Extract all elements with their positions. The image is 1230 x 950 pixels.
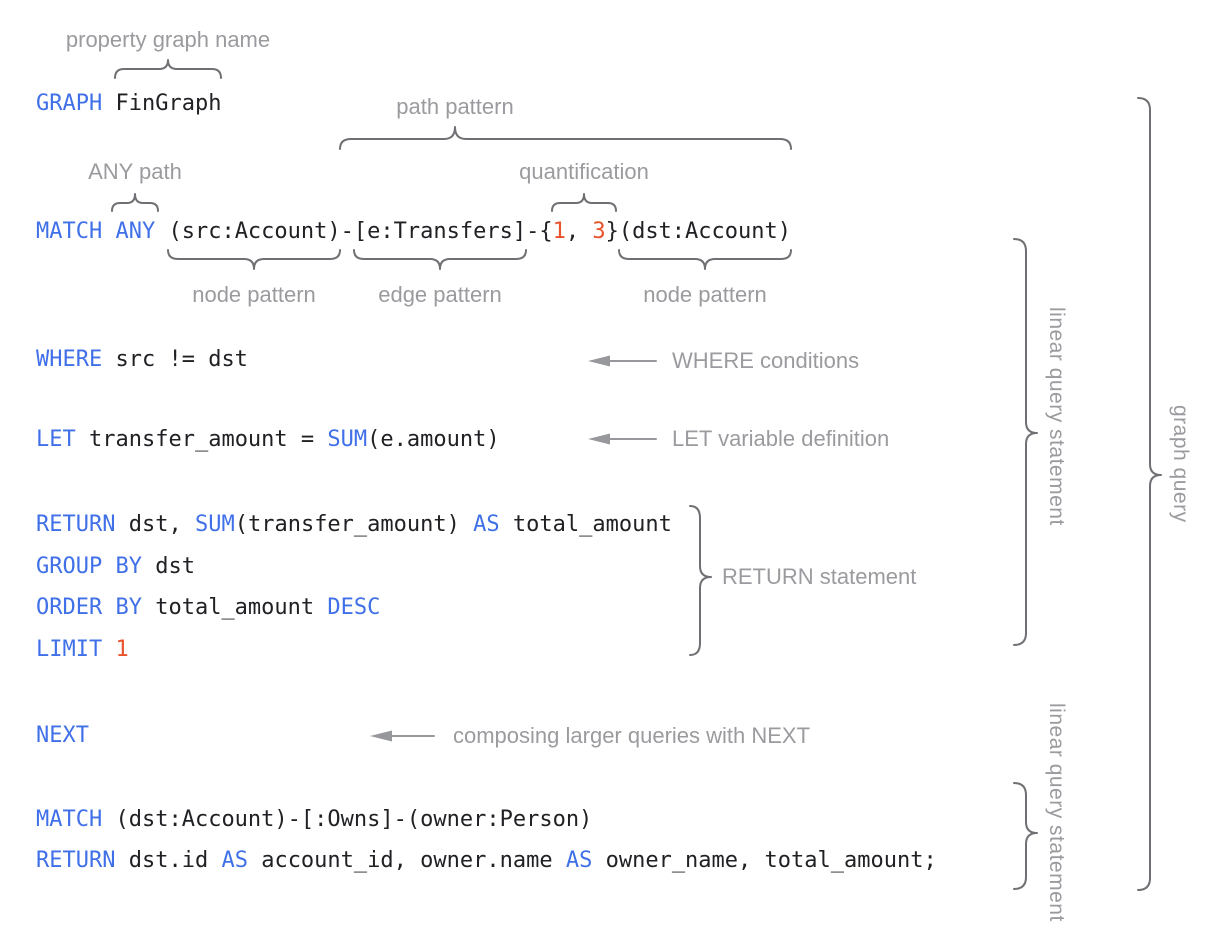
code-token: (src:Account)-[e:Transfers]-{ bbox=[155, 219, 553, 244]
code-token: GROUP BY bbox=[36, 554, 142, 579]
code-token: RETURN bbox=[36, 512, 116, 537]
code-token: LET bbox=[36, 427, 76, 452]
quantification-brace bbox=[551, 193, 617, 212]
code-token: WHERE bbox=[36, 347, 103, 372]
group-by-clause: GROUP BY dst bbox=[36, 554, 195, 580]
code-token: account_id, owner.name bbox=[247, 848, 566, 873]
where-clause: WHERE src != dst bbox=[36, 347, 248, 373]
return-statement-brace bbox=[689, 505, 712, 656]
any-path-label: ANY path bbox=[88, 159, 182, 184]
graph-query-label: graph query bbox=[1169, 405, 1192, 523]
code-token: dst.id bbox=[115, 848, 222, 873]
return-clause-2: RETURN dst.id AS account_id, owner.name … bbox=[36, 848, 937, 874]
linear-query-statement-top-brace bbox=[1013, 238, 1038, 646]
composing-next-label: composing larger queries with NEXT bbox=[453, 723, 811, 748]
edge-pattern-label: edge pattern bbox=[378, 282, 502, 307]
edge-pattern-brace bbox=[353, 249, 527, 270]
code-token: AS bbox=[221, 848, 248, 873]
code-token: }(dst:Account) bbox=[605, 219, 792, 244]
code-token: 1 bbox=[552, 219, 566, 244]
node-pattern-src-label: node pattern bbox=[192, 282, 316, 307]
match-clause: MATCH ANY (src:Account)-[e:Transfers]-{1… bbox=[36, 219, 791, 245]
code-token: LIMIT bbox=[36, 637, 103, 662]
code-token: 1 bbox=[115, 637, 129, 662]
code-token: SUM bbox=[327, 427, 368, 452]
property-graph-name-label: property graph name bbox=[65, 27, 271, 52]
code-token: DESC bbox=[327, 595, 381, 620]
code-token: (e.amount) bbox=[367, 427, 500, 452]
code-token: (transfer_amount) bbox=[234, 512, 474, 537]
path-pattern-label: path pattern bbox=[396, 94, 514, 119]
code-token: MATCH bbox=[36, 807, 103, 832]
code-token: total_amount bbox=[141, 595, 328, 620]
path-pattern-brace bbox=[339, 126, 792, 150]
property-graph-name-brace bbox=[114, 59, 222, 79]
code-token: dst bbox=[141, 554, 195, 579]
code-token: FinGraph bbox=[102, 91, 222, 116]
code-token: MATCH ANY bbox=[36, 219, 156, 244]
composing-next-arrow bbox=[370, 730, 435, 742]
let-clause: LET transfer_amount = SUM(e.amount) bbox=[36, 427, 500, 453]
code-token: ORDER BY bbox=[36, 595, 142, 620]
code-token: RETURN bbox=[36, 848, 116, 873]
graph-clause: GRAPH FinGraph bbox=[36, 91, 221, 117]
next-keyword: NEXT bbox=[36, 723, 89, 749]
code-token: 3 bbox=[592, 219, 606, 244]
graph-query-brace bbox=[1137, 97, 1162, 891]
limit-clause: LIMIT 1 bbox=[36, 637, 129, 663]
code-token: , bbox=[565, 219, 593, 244]
code-token: GRAPH bbox=[36, 91, 103, 116]
code-token: total_amount bbox=[499, 512, 672, 537]
let-variable-definition-label: LET variable definition bbox=[672, 426, 890, 451]
linear-query-statement-top-label: linear query statement bbox=[1045, 307, 1068, 526]
linear-query-statement-bottom-brace bbox=[1013, 782, 1038, 890]
node-pattern-dst-brace bbox=[618, 249, 792, 270]
code-token: AS bbox=[565, 848, 593, 873]
where-conditions-label: WHERE conditions bbox=[672, 348, 860, 373]
code-token: (dst:Account)-[:Owns]-(owner:Person) bbox=[102, 807, 593, 832]
code-token: owner_name, total_amount; bbox=[592, 848, 937, 873]
code-token: NEXT bbox=[36, 723, 89, 748]
return-statement-label: RETURN statement bbox=[722, 564, 917, 589]
node-pattern-src-brace bbox=[167, 249, 341, 270]
code-token: SUM bbox=[194, 512, 235, 537]
node-pattern-dst-label: node pattern bbox=[643, 282, 767, 307]
code-token bbox=[102, 637, 115, 662]
code-token: transfer_amount = bbox=[75, 427, 328, 452]
let-variable-arrow bbox=[588, 433, 657, 445]
where-conditions-arrow bbox=[588, 355, 657, 367]
linear-query-statement-bottom-label: linear query statement bbox=[1045, 703, 1068, 922]
quantification-label: quantification bbox=[519, 159, 649, 184]
code-token: src != dst bbox=[102, 347, 248, 372]
code-token: dst, bbox=[115, 512, 195, 537]
return-clause: RETURN dst, SUM(transfer_amount) AS tota… bbox=[36, 512, 672, 538]
code-token: AS bbox=[473, 512, 500, 537]
match-clause-2: MATCH (dst:Account)-[:Owns]-(owner:Perso… bbox=[36, 807, 592, 833]
order-by-clause: ORDER BY total_amount DESC bbox=[36, 595, 380, 621]
any-path-brace bbox=[111, 193, 159, 212]
